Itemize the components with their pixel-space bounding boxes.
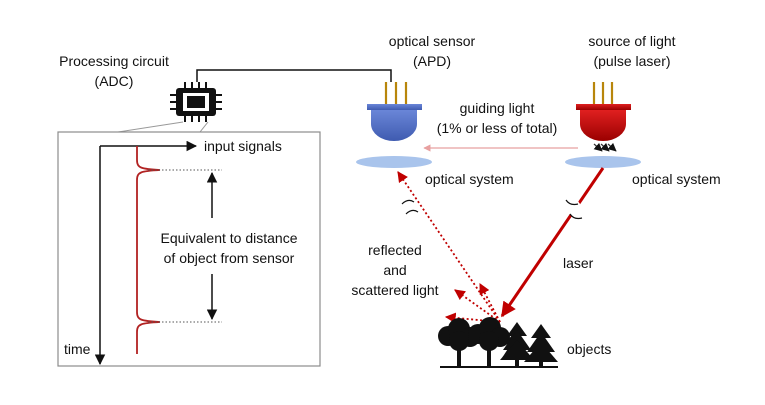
optical-system-right-label: optical system [632, 171, 721, 187]
signal-waveform [136, 146, 161, 354]
signal-panel [57, 131, 321, 367]
laser-beam [500, 167, 605, 318]
optical-system-left-label: optical system [425, 171, 514, 187]
callout-line-left [117, 121, 184, 133]
callout-line-right [199, 121, 209, 133]
trees-icon [438, 317, 558, 368]
reflected-label-line3: scattered light [351, 282, 438, 298]
laser-diode-icon [576, 82, 631, 152]
reflected-light-break [400, 199, 419, 219]
optical-system-left-lens [356, 156, 432, 168]
laser-beam-break [565, 199, 585, 220]
input-signals-label: input signals [204, 138, 282, 154]
optical-sensor-label: optical sensor [389, 33, 476, 49]
reflected-label-line1: reflected [368, 242, 422, 258]
guiding-light-sublabel: (1% or less of total) [437, 120, 558, 136]
objects-label: objects [567, 341, 611, 357]
processing-circuit-sublabel: (ADC) [95, 73, 134, 89]
distance-label-line1: Equivalent to distance [161, 230, 298, 246]
processor-chip-icon [170, 82, 222, 122]
optical-sensor-sublabel: (APD) [413, 53, 451, 69]
processing-circuit-label: Processing circuit [59, 53, 169, 69]
distance-label-line2: of object from sensor [164, 250, 295, 266]
reflected-label-line2: and [383, 262, 406, 278]
guiding-light-label: guiding light [460, 100, 535, 116]
photodiode-icon [367, 82, 422, 141]
light-source-label: source of light [588, 33, 675, 49]
optical-system-right-lens [565, 156, 641, 168]
laser-label: laser [563, 255, 594, 271]
light-source-sublabel: (pulse laser) [593, 53, 670, 69]
chip-to-sensor-wire [196, 69, 392, 82]
time-label: time [64, 341, 91, 357]
